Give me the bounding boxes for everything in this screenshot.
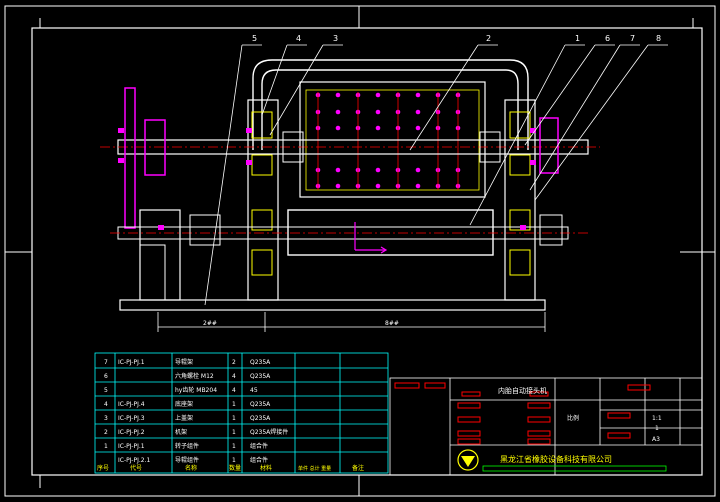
callout-4: 4 [296,34,301,43]
callout-leaders [204,44,668,306]
dimension-line [157,312,546,332]
bom-code: IC-PJ-PJ.2 [118,429,145,436]
bom-name: 导辊架 [175,358,193,366]
bom-name: 底座架 [175,400,193,408]
bom-header-qty: 数量 [229,464,241,472]
bom-qty: 1 [232,443,236,450]
bom-no: 2 [104,429,108,436]
callout-2: 2 [486,34,491,43]
left-gear-hub [144,119,166,176]
bom-code: IC-PJ-PJ.3 [118,415,145,422]
bom-qty: 4 [232,387,236,394]
bom-material: 45 [250,387,258,394]
callout-3: 3 [333,34,338,43]
sheet-value: 1 [655,425,659,432]
column-details [251,111,531,276]
bom-qty: 1 [232,457,236,464]
scale-value: 1:1 [652,415,662,422]
bom-no: 6 [104,373,108,380]
bom-header-weight: 单件 总计 重量 [298,465,331,472]
right-lower-bearing [539,214,563,246]
drawing-title: 内胎自动接头机 [498,386,547,395]
bom-header: 序号 代号 名称 数量 材料 单件 总计 重量 备注 [97,464,364,472]
lower-roller [287,209,494,256]
upper-couplings [282,131,501,163]
bom-code: IC-PJ-PJ.2.1 [118,457,150,464]
company-underline-box [482,465,667,472]
bom-material: Q235A [250,373,271,380]
housing-hatch [317,92,459,190]
bom-material: Q235A [250,359,271,366]
callout-8: 8 [656,34,661,43]
callout-7: 7 [630,34,635,43]
callout-5: 5 [252,34,257,43]
bom-no: 5 [104,387,108,394]
bom-no: 3 [104,415,108,422]
size-value: A3 [652,436,660,443]
left-column [247,99,279,301]
arch-frame-inner [261,69,519,150]
arch-frame-outer [252,59,529,150]
dimension-left: 2## [203,320,217,327]
bom-material: 组合件 [250,442,268,450]
bom-name: hy齿轮 MB204 [175,386,217,394]
bom-no: 1 [104,443,108,450]
bom-qty: 1 [232,429,236,436]
bom-material: Q235A焊接件 [250,428,288,436]
bom-name: 机架 [175,428,187,436]
base-plate [119,299,546,311]
company-logo [457,449,479,471]
bom-rows: 7 IC-PJ-PJ.1 导辊架 2 Q235A 6 六角螺栓 M12 4 Q2… [104,358,288,464]
callout-6: 6 [605,34,610,43]
signature-blocks [394,382,651,445]
fasteners [118,128,536,230]
company-name: 黑龙江省橡胶设备科技有限公司 [500,454,612,464]
left-bearing-pedestal [139,209,181,301]
bom-name: 导辊组件 [175,456,199,464]
bom-name: 上盖架 [175,414,193,422]
bom-code: IC-PJ-PJ.1 [118,443,145,450]
left-pedestal-step [140,244,166,300]
bom-no: 7 [104,359,108,366]
bom-header-remark: 备注 [352,464,364,472]
scale-label: 比例 [567,414,579,422]
bom-qty: 1 [232,401,236,408]
lower-coupling [189,214,221,246]
title-block-grid [389,377,703,476]
dimension-right: 8## [385,320,399,327]
bom-code: IC-PJ-PJ.1 [118,359,145,366]
right-gear-hub [539,117,559,174]
bom-material: 组合件 [250,456,268,464]
ucs-arrows [354,222,388,254]
bom-qty: 1 [232,415,236,422]
machine-assembly-view [100,44,668,332]
bom-material: Q235A [250,415,271,422]
centring-marks [5,6,715,496]
bom-header-no: 序号 [97,464,109,472]
bom-no: 4 [104,401,108,408]
sheet-outer-frame [4,5,716,497]
bom-header-material: 材料 [260,464,272,472]
bom-material: Q235A [250,401,271,408]
left-gear-disk [124,87,136,229]
bom-name: 转子组件 [175,442,199,450]
bom-table-grid [94,352,389,474]
callout-1: 1 [575,34,580,43]
bom-header-name: 名称 [185,464,197,472]
bom-name: 六角螺栓 M12 [175,372,214,380]
bom-header-code: 代号 [130,464,142,472]
bom-qty: 2 [232,359,236,366]
bom-qty: 4 [232,373,236,380]
bom-code: IC-PJ-PJ.4 [118,401,145,408]
